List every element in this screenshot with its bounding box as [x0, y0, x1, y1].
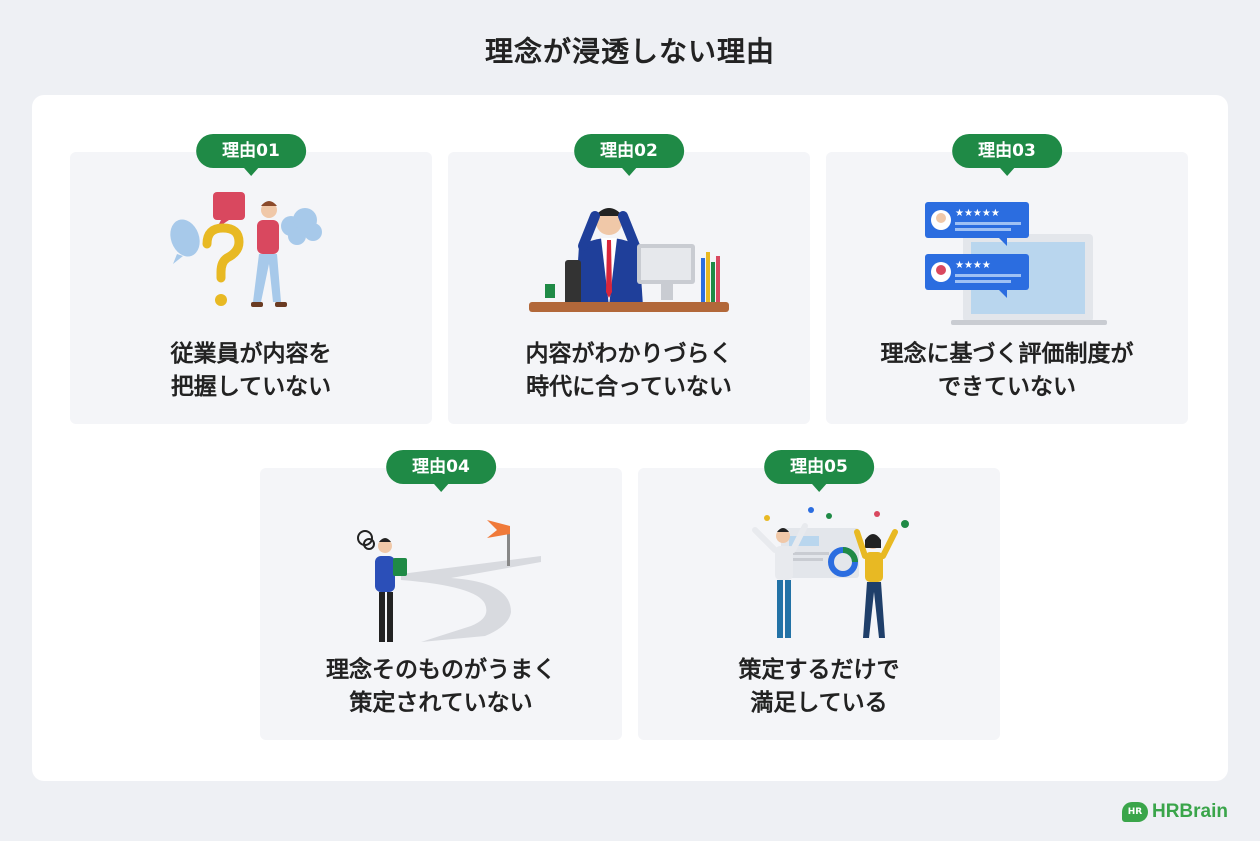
main-panel: 理由01 従業員が内容を 把握していない 理由02 — [32, 95, 1228, 781]
page-title: 理念が浸透しない理由 — [484, 35, 775, 68]
reason-badge: 理由03 — [952, 134, 1062, 176]
reason-badge: 理由04 — [386, 450, 496, 492]
reason-caption-line: 時代に合っていない — [526, 374, 732, 400]
reason-caption-line: 満足している — [750, 690, 888, 716]
reason-card-01: 理由01 従業員が内容を 把握していない — [70, 134, 432, 424]
brand-logo: HR HRBrain — [1121, 800, 1228, 824]
reason-caption-line: 内容がわかりづらく — [525, 341, 733, 367]
reason-caption: 策定するだけで 満足している — [638, 654, 1000, 720]
reason-card-04: 理由04 理念そのものがうまく 策定されていない — [260, 450, 622, 740]
reason-caption: 従業員が内容を 把握していない — [70, 338, 432, 404]
reason-caption-line: 理念そのものがうまく — [326, 657, 556, 683]
review-rating-icon: ★★★★★ ★★★★ — [925, 202, 1107, 325]
lost-road-icon — [357, 520, 541, 642]
svg-text:★★★★: ★★★★ — [955, 260, 991, 271]
reason-caption-line: 従業員が内容を — [170, 341, 332, 367]
reason-caption-line: 策定するだけで — [738, 657, 900, 683]
reason-caption-line: できていない — [938, 374, 1076, 400]
reason-caption: 理念に基づく評価制度が できていない — [826, 338, 1188, 404]
stressed-worker-icon — [529, 208, 729, 312]
reason-badge: 理由01 — [196, 134, 306, 176]
svg-text:★★★★★: ★★★★★ — [955, 208, 1000, 219]
reason-caption-line: 策定されていない — [349, 690, 533, 716]
reason-badge: 理由05 — [764, 450, 874, 492]
reason-badge: 理由02 — [574, 134, 684, 176]
reason-card-03: 理由03 ★★★★★ ★★★★ 理念に基づく評価制度が できていない — [826, 134, 1188, 424]
celebrating-team-icon — [752, 507, 909, 638]
reason-card-05: 理由05 策定するだけ — [638, 450, 1000, 740]
brand-name: HRBrain — [1151, 801, 1228, 822]
reason-caption: 理念そのものがうまく 策定されていない — [260, 654, 622, 720]
confused-person-icon — [170, 192, 322, 307]
reason-caption-line: 把握していない — [170, 374, 332, 400]
reason-caption: 内容がわかりづらく 時代に合っていない — [448, 338, 810, 404]
reason-card-02: 理由02 内容がわかりづらく 時代に合っていない — [448, 134, 810, 424]
brand-mark-icon: HR — [1121, 802, 1148, 822]
reason-caption-line: 理念に基づく評価制度が — [880, 341, 1134, 367]
